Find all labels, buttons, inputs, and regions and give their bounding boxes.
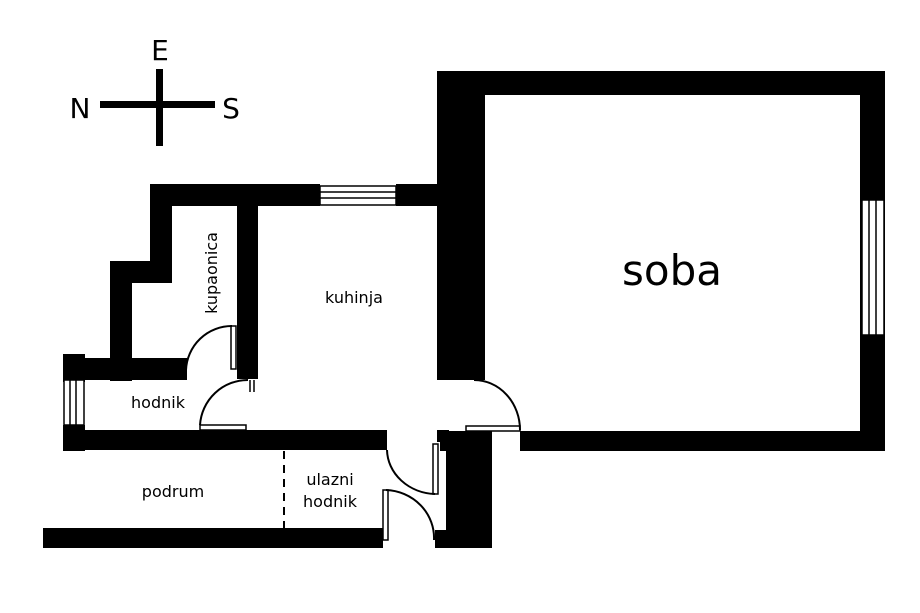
room-label-ulazni: ulazni bbox=[306, 470, 353, 489]
kupaonica-outer-wall-lower bbox=[110, 261, 132, 381]
window-soba bbox=[861, 199, 885, 336]
compass-e-line bbox=[156, 69, 163, 146]
windows bbox=[63, 185, 885, 426]
room-label-hodnik: hodnik bbox=[131, 393, 186, 412]
soba-bottom-wall bbox=[520, 431, 885, 451]
soba-top-wall bbox=[437, 71, 885, 95]
window-kuhinja bbox=[319, 185, 397, 206]
door-ulazni-hodnik[interactable] bbox=[382, 489, 436, 541]
compass: E N S bbox=[70, 34, 240, 146]
podrum-top-wall bbox=[63, 430, 387, 450]
entrance-jamb bbox=[437, 430, 449, 442]
door-kuhinja-entrance[interactable] bbox=[386, 443, 439, 495]
kuhinja-top-wall-left bbox=[150, 184, 320, 206]
kuhinja-top-wall-right bbox=[396, 184, 441, 206]
room-label-soba: soba bbox=[622, 246, 722, 295]
hodnik-corner bbox=[63, 354, 85, 382]
entrance-column bbox=[446, 431, 492, 548]
walls bbox=[43, 71, 885, 548]
compass-south-label: S bbox=[222, 92, 240, 125]
kupaonica-kuhinja-wall bbox=[237, 184, 258, 379]
room-label-kupaonica: kupaonica bbox=[202, 232, 221, 314]
door-hodnik-kuhinja[interactable] bbox=[199, 378, 255, 431]
compass-north-label: N bbox=[70, 92, 91, 125]
room-label-kuhinja: kuhinja bbox=[325, 288, 383, 307]
room-label-podrum: podrum bbox=[142, 482, 204, 501]
door-kupaonica[interactable] bbox=[185, 324, 237, 371]
door-soba[interactable] bbox=[465, 379, 521, 432]
hodnik-top-wall bbox=[63, 358, 187, 380]
soba-left-wall bbox=[437, 71, 485, 380]
room-label-ulazni-hodnik: hodnik bbox=[303, 492, 358, 511]
kupaonica-outer-wall-upper bbox=[150, 184, 172, 272]
entrance-column-base bbox=[435, 530, 492, 548]
compass-east-label: E bbox=[151, 34, 169, 67]
doors bbox=[185, 324, 521, 541]
window-hodnik bbox=[63, 379, 85, 426]
podrum-bottom-wall bbox=[43, 528, 383, 548]
